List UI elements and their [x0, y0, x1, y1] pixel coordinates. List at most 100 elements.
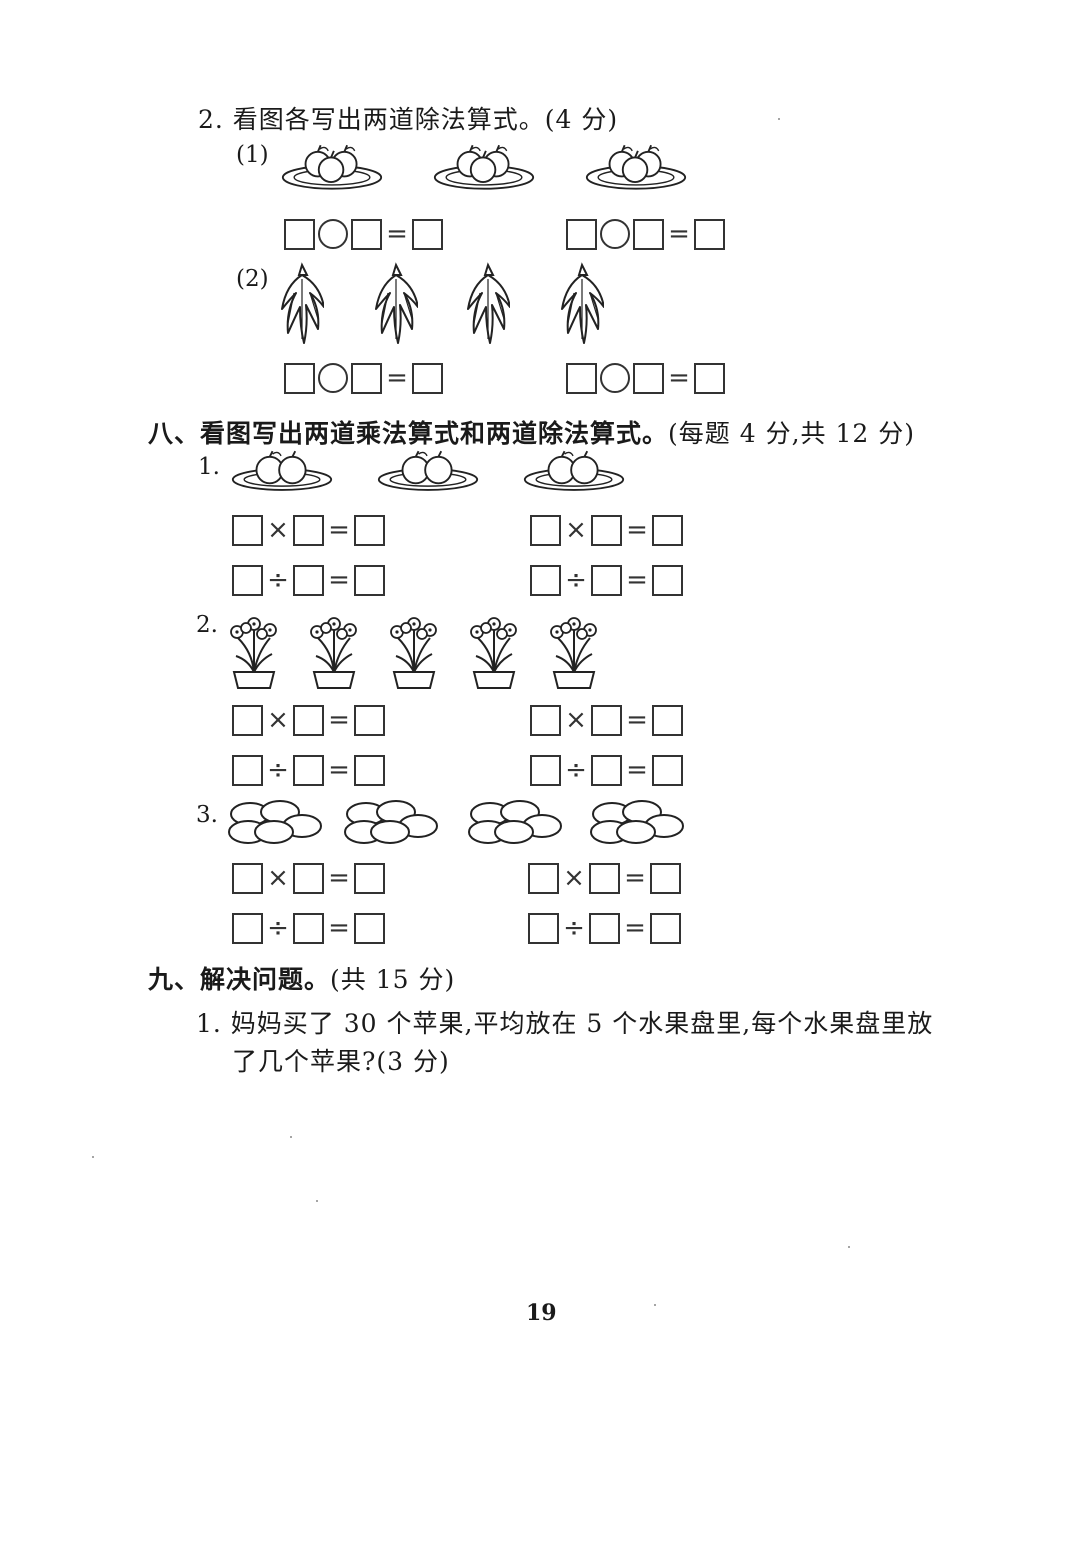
pepper-bunch-icon [280, 262, 324, 350]
operator-circle[interactable] [600, 219, 630, 249]
answer-box[interactable] [293, 514, 324, 546]
answer-box[interactable] [284, 362, 315, 394]
multiplication-equation: ×= [232, 860, 385, 896]
answer-box[interactable] [652, 564, 683, 596]
answer-box[interactable] [694, 362, 725, 394]
answer-box[interactable] [232, 754, 263, 786]
scan-speck [778, 118, 780, 120]
pepper-bunch-icon [560, 262, 604, 350]
operator-circle[interactable] [318, 219, 348, 249]
answer-box[interactable] [530, 564, 561, 596]
answer-box[interactable] [652, 514, 683, 546]
answer-box[interactable] [652, 754, 683, 786]
section-9-score-note: (共 15 分) [330, 965, 456, 994]
answer-box[interactable] [293, 754, 324, 786]
equals-sign: = [328, 754, 350, 785]
times-sign: × [267, 704, 289, 735]
flower-pot-icon [226, 612, 282, 690]
answer-box[interactable] [591, 754, 622, 786]
section-8-score-note: (每题 4 分,共 12 分) [668, 419, 915, 448]
egg-group-icon [590, 800, 686, 844]
answer-box[interactable] [232, 704, 263, 736]
divide-sign: ÷ [563, 912, 585, 943]
equals-sign: = [328, 704, 350, 735]
answer-box[interactable] [589, 862, 620, 894]
page-number: 19 [526, 1300, 557, 1326]
answer-box[interactable] [650, 862, 681, 894]
answer-box[interactable] [566, 218, 597, 250]
answer-box[interactable] [528, 912, 559, 944]
section-8-heading: 八、看图写出两道乘法算式和两道除法算式。 [148, 419, 669, 448]
division-equation: ÷= [530, 562, 683, 598]
flower-pot-icon [546, 612, 602, 690]
answer-box[interactable] [589, 912, 620, 944]
equals-sign: = [386, 218, 408, 249]
answer-box[interactable] [351, 218, 382, 250]
section-8-title: 八、看图写出两道乘法算式和两道除法算式。(每题 4 分,共 12 分) [148, 414, 915, 450]
answer-box[interactable] [232, 862, 263, 894]
equals-sign: = [626, 704, 648, 735]
answer-box[interactable] [293, 912, 324, 944]
answer-box[interactable] [528, 862, 559, 894]
answer-box[interactable] [354, 514, 385, 546]
equals-sign: = [386, 362, 408, 393]
answer-box[interactable] [694, 218, 725, 250]
flower-pot-icon [386, 612, 442, 690]
scan-speck [316, 1200, 318, 1202]
multiplication-equation: ×= [232, 702, 385, 738]
answer-box[interactable] [354, 704, 385, 736]
division-equation: = [284, 360, 443, 396]
answer-area[interactable] [196, 1090, 956, 1270]
answer-box[interactable] [633, 362, 664, 394]
equals-sign: = [626, 564, 648, 595]
answer-box[interactable] [293, 564, 324, 596]
equals-sign: = [668, 362, 690, 393]
answer-box[interactable] [351, 362, 382, 394]
multiplication-equation: ×= [232, 512, 385, 548]
answer-box[interactable] [591, 514, 622, 546]
answer-box[interactable] [354, 862, 385, 894]
answer-box[interactable] [232, 514, 263, 546]
answer-box[interactable] [293, 704, 324, 736]
answer-box[interactable] [354, 754, 385, 786]
answer-box[interactable] [652, 704, 683, 736]
answer-box[interactable] [354, 912, 385, 944]
answer-box[interactable] [566, 362, 597, 394]
answer-box[interactable] [412, 362, 443, 394]
answer-box[interactable] [633, 218, 664, 250]
answer-box[interactable] [530, 704, 561, 736]
apple-plate-icon [522, 448, 626, 494]
divide-sign: ÷ [267, 564, 289, 595]
multiplication-equation: ×= [530, 702, 683, 738]
question-7-2-title: 2. 看图各写出两道除法算式。(4 分) [198, 105, 619, 134]
scan-speck [848, 1246, 850, 1248]
question-8-1-label: 1. [198, 454, 220, 480]
equals-sign: = [328, 564, 350, 595]
times-sign: × [565, 704, 587, 735]
apple-plate-icon [280, 138, 384, 194]
pepper-bunch-icon [466, 262, 510, 350]
question-9-1-line-2: 了几个苹果?(3 分) [232, 1047, 450, 1076]
answer-box[interactable] [530, 514, 561, 546]
egg-group-icon [344, 800, 440, 844]
equals-sign: = [626, 754, 648, 785]
answer-box[interactable] [650, 912, 681, 944]
operator-circle[interactable] [318, 363, 348, 393]
answer-box[interactable] [530, 754, 561, 786]
equals-sign: = [328, 912, 350, 943]
apple-plate-icon [376, 448, 480, 494]
answer-box[interactable] [232, 564, 263, 596]
answer-box[interactable] [591, 704, 622, 736]
flower-pot-icon [306, 612, 362, 690]
division-equation: = [284, 216, 443, 252]
answer-box[interactable] [232, 912, 263, 944]
answer-box[interactable] [284, 218, 315, 250]
answer-box[interactable] [354, 564, 385, 596]
answer-box[interactable] [591, 564, 622, 596]
apple-plate-icon [584, 138, 688, 194]
answer-box[interactable] [293, 862, 324, 894]
operator-circle[interactable] [600, 363, 630, 393]
answer-box[interactable] [412, 218, 443, 250]
equals-sign: = [668, 218, 690, 249]
division-equation: ÷= [232, 910, 385, 946]
